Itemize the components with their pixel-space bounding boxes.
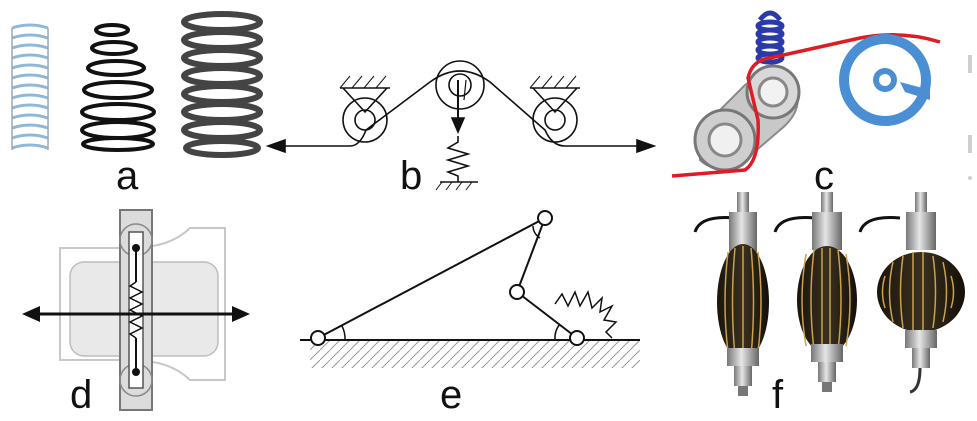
panel-label-a: a xyxy=(116,154,139,198)
tension-spring-icon xyxy=(755,10,785,65)
thin-spring-icon xyxy=(11,23,49,150)
bulb-sensor-1 xyxy=(717,192,769,396)
plate-spring-icon xyxy=(128,281,144,339)
panel-a xyxy=(11,11,263,158)
large-coil-spring-icon xyxy=(181,11,263,158)
panel-c xyxy=(671,10,972,180)
left-arrow-icon xyxy=(265,138,286,154)
bulb-sensor-2 xyxy=(797,192,857,392)
panel-label-b: b xyxy=(400,154,423,198)
panel-e xyxy=(300,210,640,368)
torsion-spring-icon xyxy=(554,290,618,339)
panel-label-e: e xyxy=(440,373,463,417)
panel-f xyxy=(693,192,965,396)
spring-icon xyxy=(445,136,471,182)
left-arrow-icon xyxy=(22,306,40,322)
right-arrow-icon xyxy=(232,306,250,322)
panel-b xyxy=(265,60,657,191)
panel-label-c: c xyxy=(814,154,834,198)
drive-belt xyxy=(671,33,941,178)
bulb-sensor-3 xyxy=(877,192,965,394)
panel-d xyxy=(22,209,250,411)
panel-label-d: d xyxy=(70,373,93,417)
right-arrow-icon xyxy=(636,138,657,154)
panel-label-f: f xyxy=(772,373,784,417)
conical-spring-icon xyxy=(80,23,156,152)
